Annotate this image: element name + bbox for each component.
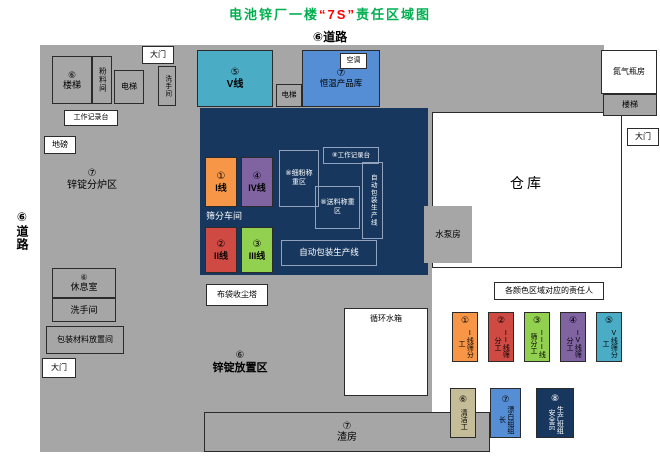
legend-item-4: ④ IV线筛分工 <box>560 312 586 362</box>
line-v-number: ⑤ <box>230 67 240 78</box>
road-top-label: ⑥道路 <box>312 30 348 44</box>
stairs-top-left: ⑥ 楼梯 <box>52 56 92 104</box>
legend-item-6-number: ⑥ <box>458 393 468 404</box>
auto-packing-line-vertical: 自动包装生产线 <box>362 162 383 239</box>
legend-item-5-label: V线筛分工 <box>602 329 618 358</box>
stairs-top-left-number: ⑥ <box>67 69 77 80</box>
legend-item-8-label: 生产班组安全员 <box>548 405 564 434</box>
page-title-pre: 电池锌厂一楼 <box>229 7 320 22</box>
slag-room-label: 渣房 <box>337 432 357 443</box>
line-1-zone: ① I线 <box>205 157 237 207</box>
warehouse-label: 仓库 <box>510 175 544 191</box>
legend-item-8: ⑧ 生产班组安全员 <box>536 388 574 438</box>
line-2-zone: ② II线 <box>205 227 237 273</box>
line-4-zone: ④ IV线 <box>241 157 273 207</box>
packaging-material-room: 包装材料放置间 <box>46 326 124 354</box>
legend-item-3-label: III线筛分工 <box>530 329 546 358</box>
work-record-desk-2: ⑧工作记录台 <box>323 147 379 164</box>
gate-right: 大门 <box>627 128 659 146</box>
pump-room: 水泵房 <box>424 206 472 263</box>
legend-item-5: ⑤ V线筛分工 <box>596 312 622 362</box>
legend-item-6-label: 清洁工 <box>460 409 468 430</box>
line-3-zone: ③ III线 <box>241 227 273 273</box>
page-title: 电池锌厂一楼“7S”责任区域图 <box>0 4 660 23</box>
line-4-number: ④ <box>252 171 262 183</box>
washroom-top: 洗手间 <box>158 66 176 106</box>
legend-item-7-label: 漂白组组长 <box>498 405 514 434</box>
legend-item-7: ⑦ 漂白组组长 <box>490 388 521 438</box>
line-v-zone: ⑤ V线 <box>197 50 273 107</box>
furnace-area-number: ⑦ <box>87 168 97 179</box>
line-2-label: II线 <box>213 250 228 261</box>
legend-item-5-number: ⑤ <box>604 314 614 325</box>
sieve-workshop-label: 筛分车间 <box>205 210 242 221</box>
circulating-water-tank: 循环水箱 <box>344 308 428 396</box>
line-1-number: ① <box>216 171 226 183</box>
nitrogen-bottle-room: 氮气瓶房 <box>601 50 657 94</box>
auto-packing-line: 自动包装生产线 <box>281 240 377 266</box>
line-3-label: III线 <box>248 250 266 261</box>
legend-item-1: ① I线筛分工 <box>452 312 478 362</box>
weighbridge: 地磅 <box>44 136 76 154</box>
furnace-area-text: 锌锭分炉区 <box>67 180 117 191</box>
legend-item-6: ⑥ 清洁工 <box>450 388 476 438</box>
product-store-number: ⑦ <box>336 67 346 79</box>
zinc-placement-area-label: ⑥ 锌锭放置区 <box>185 344 295 382</box>
washroom-bottom: 洗手间 <box>52 298 116 322</box>
elevator-2: 电梯 <box>276 84 302 107</box>
legend-item-7-number: ⑦ <box>501 393 510 404</box>
stairs-top-left-label: 楼梯 <box>62 80 81 90</box>
fine-powder-weigh-area: ⑧细粉称重区 <box>279 150 319 207</box>
zinc-furnace-area-label: ⑦ 锌锭分炉区 <box>52 160 132 200</box>
legend-item-2: ② II线筛分工 <box>488 312 514 362</box>
dust-collector-tower: 布袋收尘塔 <box>206 284 268 306</box>
zinc-placement-text: 锌锭放置区 <box>212 362 268 375</box>
line-4-label: IV线 <box>248 182 266 193</box>
rest-room: ⑥ 休息室 <box>52 268 116 298</box>
gate-top: 大门 <box>142 46 174 64</box>
slag-room: ⑦ 渣房 <box>204 412 490 452</box>
line-2-number: ② <box>216 239 226 251</box>
legend-item-2-number: ② <box>496 314 506 325</box>
line-v-label: V线 <box>226 78 244 90</box>
slag-room-number: ⑦ <box>342 420 352 432</box>
page-title-post: 责任区域图 <box>355 7 431 22</box>
legend-item-3: ③ III线筛分工 <box>524 312 550 362</box>
zinc-placement-number: ⑥ <box>235 350 245 362</box>
legend-item-4-label: IV线筛分工 <box>566 329 582 358</box>
line-3-number: ③ <box>252 239 262 251</box>
legend-item-2-label: II线筛分工 <box>494 329 510 358</box>
road-left-label: ⑥道路 <box>15 210 29 251</box>
legend-title: 各颜色区域对应的责任人 <box>494 282 604 300</box>
feed-weigh-area: ⑧送料称重区 <box>315 186 360 229</box>
work-record-desk-1: 工作记录台 <box>64 110 118 126</box>
page-title-7s: “7S” <box>319 7 356 22</box>
legend-item-3-number: ③ <box>532 314 542 325</box>
gate-bottom-left: 大门 <box>42 358 76 378</box>
rest-room-number: ⑥ <box>80 273 88 283</box>
elevator-1: 电梯 <box>114 70 144 104</box>
sieve-workshop-area <box>200 108 428 275</box>
legend-item-4-number: ④ <box>568 314 578 325</box>
legend-item-1-label: I线筛分工 <box>458 329 474 358</box>
powder-room: 粉料间 <box>92 56 112 104</box>
legend-item-8-number: ⑧ <box>550 392 560 403</box>
line-1-label: I线 <box>215 182 227 193</box>
rest-room-label: 休息室 <box>70 282 98 293</box>
legend-item-1-number: ① <box>460 314 470 325</box>
product-store-label: 恒温产品库 <box>319 78 363 89</box>
top-right-floor-strip <box>432 45 604 112</box>
stairs-right: 楼梯 <box>603 94 657 116</box>
air-conditioner: 空调 <box>340 53 367 69</box>
